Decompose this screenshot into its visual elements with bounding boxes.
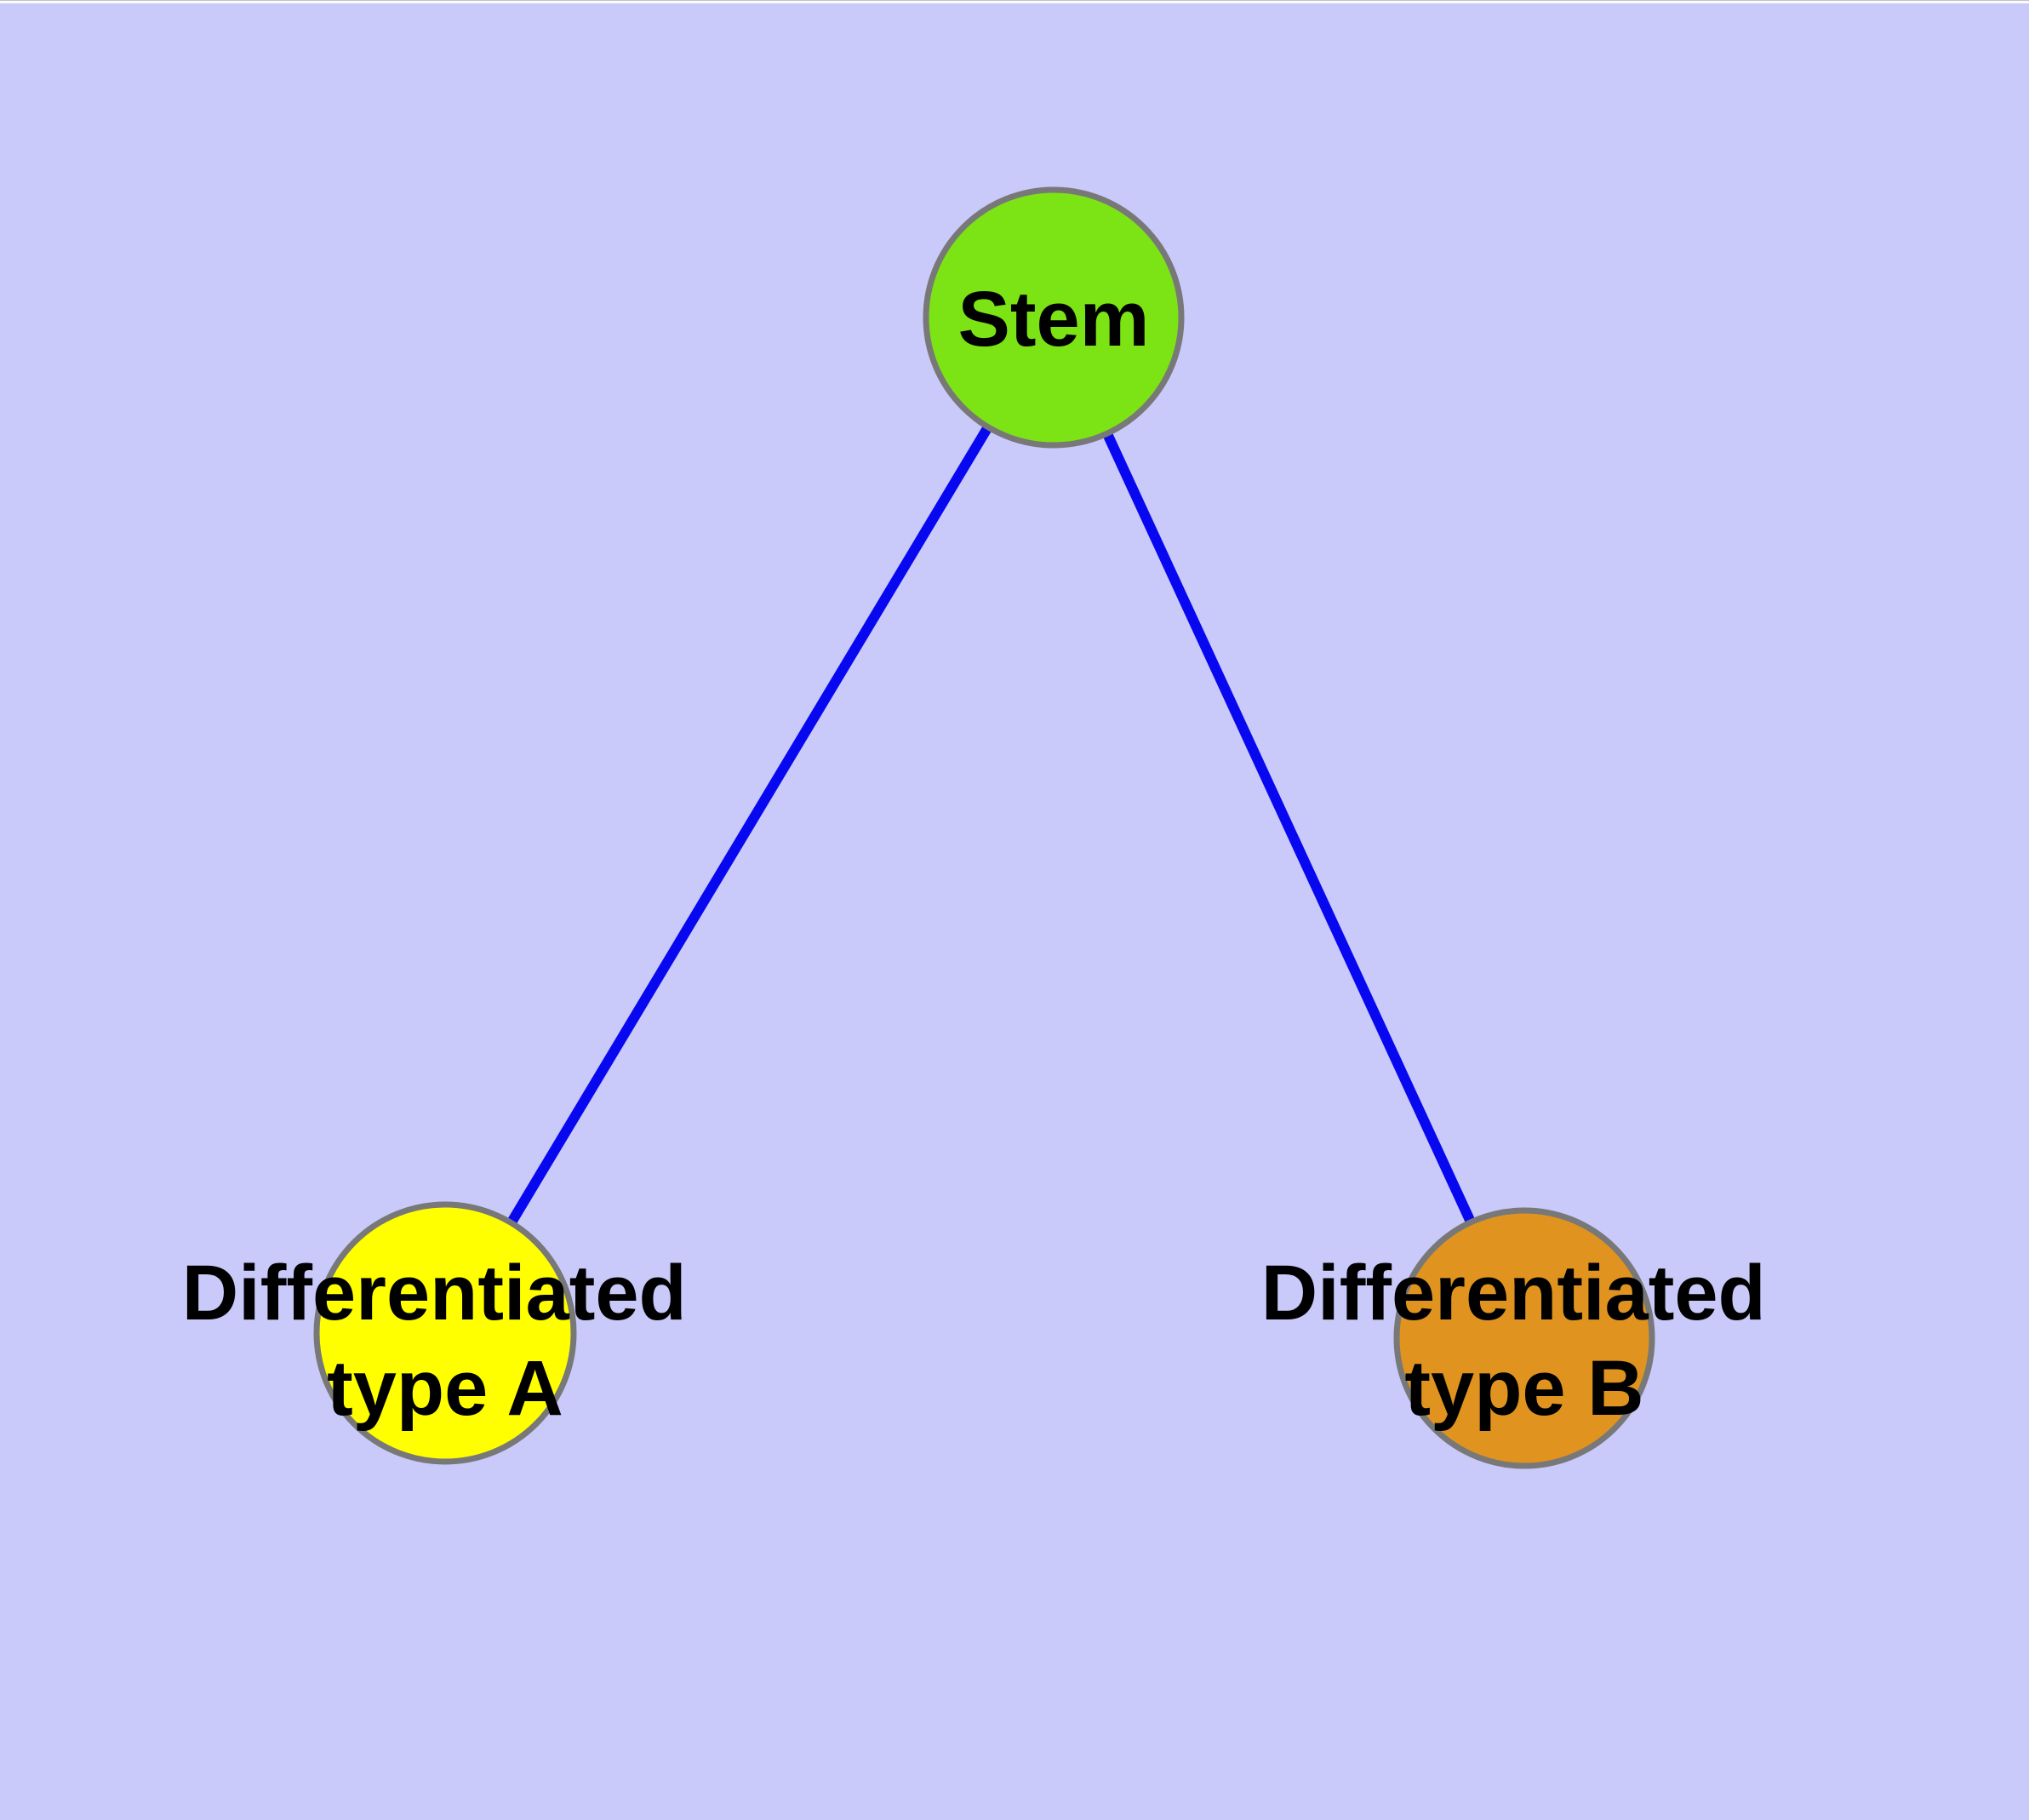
top-edge-hairline	[0, 0, 2029, 1]
stem-node-circle	[923, 186, 1185, 449]
node-stem: Stem	[923, 186, 1185, 449]
stem-node-label: Stem	[958, 276, 1150, 363]
edge-layer	[440, 314, 1529, 1341]
edge-stem-to-type-a	[440, 314, 1059, 1336]
type-b-label-line1: Differentiated	[1261, 1250, 1766, 1336]
type-a-node-label: Differentiated type A	[182, 1250, 709, 1432]
type-b-label-line2: type B	[1404, 1345, 1643, 1432]
type-b-node-circle	[1393, 1207, 1655, 1469]
type-b-node-label: Differentiated type B	[1261, 1250, 1788, 1432]
edge-stem-to-type-b	[1049, 315, 1529, 1341]
type-a-label-line2: type A	[327, 1345, 563, 1432]
node-type-a: Differentiated type A	[182, 1201, 709, 1465]
type-a-node-circle	[313, 1201, 577, 1465]
top-edge-artifact	[0, 0, 2029, 3]
type-a-label-line1: Differentiated	[182, 1250, 687, 1336]
node-type-b: Differentiated type B	[1261, 1207, 1788, 1469]
